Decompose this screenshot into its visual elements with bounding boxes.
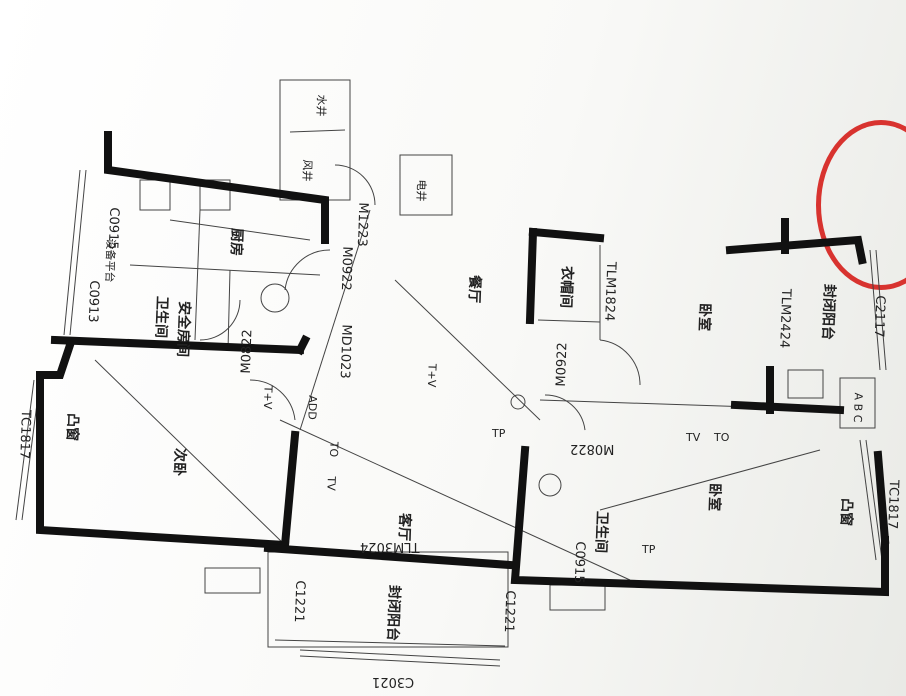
water-shaft-label: 水井 [314, 94, 328, 117]
tp-symbol-bath: TP [642, 543, 656, 556]
walls [36, 131, 890, 597]
thin-lines [15, 79, 887, 667]
room-bath-left: 卫生间 [152, 295, 170, 339]
code-c0913: C0913 [84, 280, 102, 323]
code-c0915-right: C0915 [570, 541, 588, 584]
code-c1221-right: C1221 [500, 590, 518, 633]
code-add: ADD [305, 395, 320, 420]
room-kitchen: 厨房 [227, 227, 245, 257]
elec-shaft-label: 电井 [414, 179, 428, 202]
code-md1023: MD1023 [336, 324, 354, 379]
code-m0822-right: M0822 [570, 441, 615, 456]
air-shaft-label: 风井 [300, 159, 314, 182]
tv-symbol-living: TV [324, 476, 338, 491]
code-m1223: M1223 [353, 202, 371, 247]
room-bath-right: 卫生间 [592, 510, 610, 554]
room-master-bedroom: 卧室 [705, 482, 723, 512]
code-c0915-top: C0915 [104, 207, 122, 250]
room-bay-left: 凸窗 [63, 412, 81, 442]
room-second-bedroom: 次卧 [170, 447, 188, 477]
code-tlm2424: TLM2424 [776, 288, 794, 349]
code-c1221-left: C1221 [290, 580, 308, 623]
tv-symbol-bedroom: TV [686, 431, 701, 444]
code-abc: A B C [850, 392, 865, 423]
code-tc1817-left: TC1817 [16, 409, 34, 460]
tp-symbol-dining: TP [492, 427, 506, 440]
tv-plus-symbol-hall: T+V [260, 385, 275, 410]
tv-plus-symbol-dining: T+V [424, 363, 439, 388]
code-tlm1824: TLM1824 [601, 261, 619, 322]
room-closet: 衣帽间 [557, 265, 575, 309]
code-m0822-left: M0822 [238, 329, 256, 374]
room-balcony-right: 封闭阳台 [819, 283, 837, 341]
room-dining: 餐厅 [465, 274, 483, 304]
room-balcony-bottom: 封闭阳台 [384, 584, 402, 642]
code-m0922-mid: M0922 [553, 342, 571, 387]
code-tlm3024: TLM3024 [360, 539, 420, 554]
code-c2117: C2117 [870, 295, 888, 338]
room-bedroom-right: 卧室 [695, 302, 713, 332]
room-living: 客厅 [395, 512, 413, 542]
room-safe-room: 安全房间 [174, 300, 192, 358]
code-m0922-top: M0922 [337, 246, 355, 291]
to-symbol-living: TO [326, 441, 341, 458]
room-bay-right: 凸窗 [837, 497, 855, 527]
to-symbol-bedroom: TO [714, 431, 730, 444]
code-tc1817-right: TC1817 [884, 479, 902, 530]
code-c3021: C3021 [372, 674, 415, 689]
